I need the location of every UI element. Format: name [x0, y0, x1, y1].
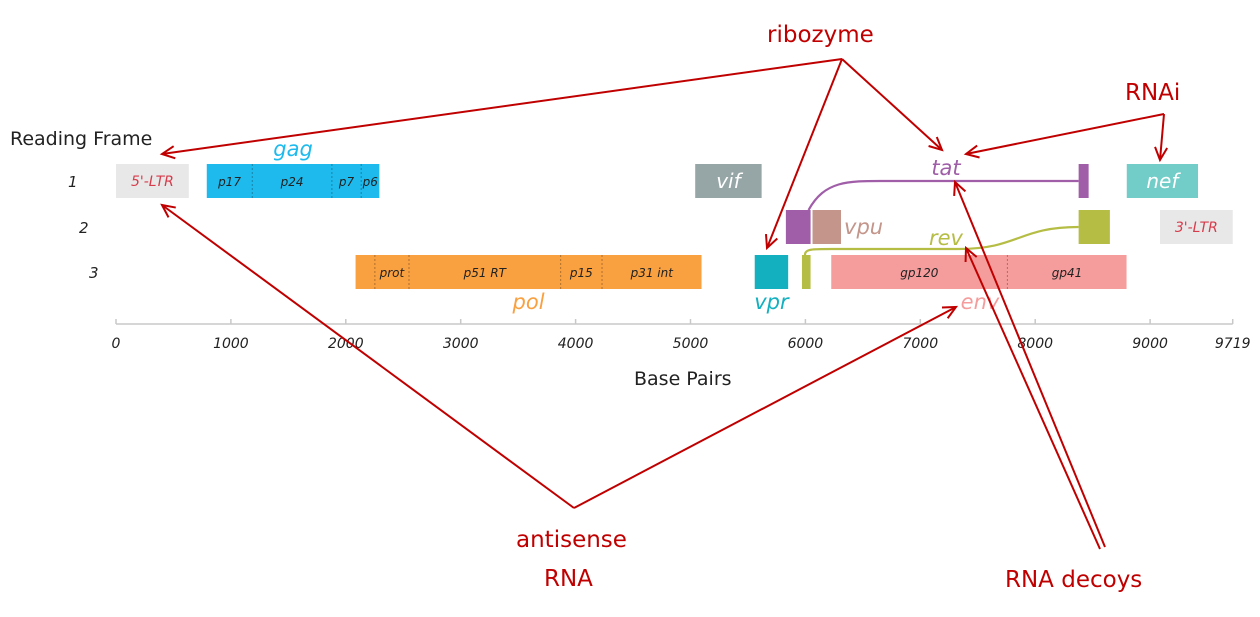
gene-label-vpu: vpu	[844, 215, 883, 239]
tat-splice-connector	[807, 179, 1079, 211]
x-axis-tick-label: 0	[112, 336, 121, 352]
segment-label-prot: prot	[379, 266, 406, 280]
gene-label-nef: nef	[1146, 169, 1181, 193]
gene-box-ltr5	[116, 164, 189, 198]
segment-label-p7: p7	[338, 175, 355, 189]
x-axis-label: Base Pairs	[634, 368, 732, 390]
arrow-shaft	[954, 181, 1106, 548]
segment-label-gp41: gp41	[1052, 266, 1083, 280]
gene-box-pol	[355, 255, 702, 289]
arrow-shaft	[841, 58, 943, 151]
arrow-shaft	[161, 204, 575, 509]
gene-pol: prot p51 RT p15 p31 int pol	[355, 255, 702, 314]
annotation-label-decoys: RNA decoys	[1005, 567, 1142, 593]
segment-label-gp120: gp120	[900, 266, 939, 280]
gene-box-vpr	[754, 255, 789, 289]
arrow-ribozyme-to-5ltr	[159, 58, 843, 160]
gene-box-vif	[695, 164, 762, 198]
gene-box-ltr3	[1159, 210, 1233, 244]
gene-ltr3: 3'-LTR	[1159, 210, 1233, 244]
x-axis-tick-label: 9000	[1132, 336, 1168, 352]
gene-box-gag	[206, 164, 380, 198]
gene-box-vpu	[812, 210, 842, 244]
rev-exon2	[1078, 210, 1110, 244]
arrow-decoys-to-tat	[953, 179, 1106, 548]
arrow-head	[941, 305, 959, 319]
arrow-head	[160, 203, 176, 218]
arrow-decoys-to-rev	[964, 245, 1101, 550]
x-axis-tick-label: 8000	[1017, 336, 1053, 352]
tat-exon2	[1078, 164, 1089, 198]
x-axis-tick-label: 7000	[902, 336, 938, 352]
x-axis-tick-label: 9719	[1215, 336, 1251, 352]
x-axis-tick-label: 6000	[788, 336, 824, 352]
gene-box-env	[831, 255, 1127, 289]
gene-label-ltr3: 3'-LTR	[1175, 220, 1218, 236]
arrow-antisense-to-5ltr	[160, 203, 575, 509]
frame-label-3: 3	[89, 264, 99, 282]
gene-label-gag: gag	[273, 137, 313, 161]
gene-label-ltr5: 5'-LTR	[131, 174, 174, 190]
x-axis-tick-label: 3000	[443, 336, 479, 352]
rev-exon1	[801, 255, 811, 289]
gene-vif: vif	[695, 164, 762, 198]
segment-label-p17: p17	[217, 175, 241, 189]
segment-label-p51-rt: p51 RT	[463, 266, 508, 280]
reading-frame-heading: Reading Frame	[10, 128, 152, 150]
x-axis-tick-label: 1000	[213, 336, 249, 352]
x-axis-tick-label: 4000	[558, 336, 594, 352]
arrow-ribozyme-to-tat	[841, 58, 944, 152]
annotation-arrows	[159, 58, 1169, 550]
gene-gag: p17 p24 p7 p6 gag	[206, 137, 380, 198]
arrow-antisense-to-env	[573, 305, 959, 509]
gene-nef: nef	[1126, 164, 1199, 198]
arrow-shaft	[766, 58, 843, 249]
arrow-rnai-to-nef	[1154, 113, 1169, 163]
spliced-genes-layer: tat rev	[785, 156, 1110, 289]
arrow-head	[953, 179, 967, 197]
segment-label-p24: p24	[280, 175, 304, 189]
gene-vpu: vpu	[812, 210, 883, 244]
arrow-shaft	[573, 306, 957, 509]
segment-label-p31-int: p31 int	[630, 266, 675, 280]
gene-label-vpr: vpr	[754, 290, 790, 314]
arrow-ribozyme-to-vpr	[764, 58, 843, 251]
gene-label-vif: vif	[716, 169, 743, 193]
arrow-shaft	[161, 58, 843, 155]
frame-label-2: 2	[79, 219, 89, 237]
gene-vpr: vpr	[754, 255, 790, 314]
spliced-gene-tat: tat	[785, 156, 1089, 244]
arrow-head	[764, 233, 778, 251]
gene-label-rev: rev	[929, 226, 964, 250]
gene-label-pol: pol	[512, 290, 545, 314]
gene-box-nef	[1126, 164, 1199, 198]
arrow-head	[1154, 146, 1169, 163]
tat-exon1	[785, 210, 811, 244]
annotation-label-antisense-line2: RNA	[544, 566, 593, 592]
gene-ltr5: 5'-LTR	[116, 164, 189, 198]
x-axis-tick-label: 5000	[673, 336, 709, 352]
arrow-head	[159, 145, 176, 160]
frame-label-1: 1	[68, 173, 78, 191]
arrow-shaft	[965, 113, 1165, 155]
annotation-label-rnai: RNAi	[1125, 80, 1180, 106]
segment-label-p6: p6	[362, 175, 379, 189]
arrow-head	[963, 144, 980, 159]
segment-label-p15: p15	[569, 266, 593, 280]
annotation-label-ribozyme: ribozyme	[767, 22, 874, 48]
gene-label-tat: tat	[931, 156, 961, 180]
arrow-shaft	[965, 247, 1101, 550]
arrow-shaft	[1159, 113, 1165, 161]
arrow-rnai-to-tat	[963, 113, 1165, 159]
arrow-head	[928, 136, 944, 152]
arrow-head	[964, 245, 978, 263]
annotation-label-antisense-line1: antisense	[516, 527, 627, 553]
